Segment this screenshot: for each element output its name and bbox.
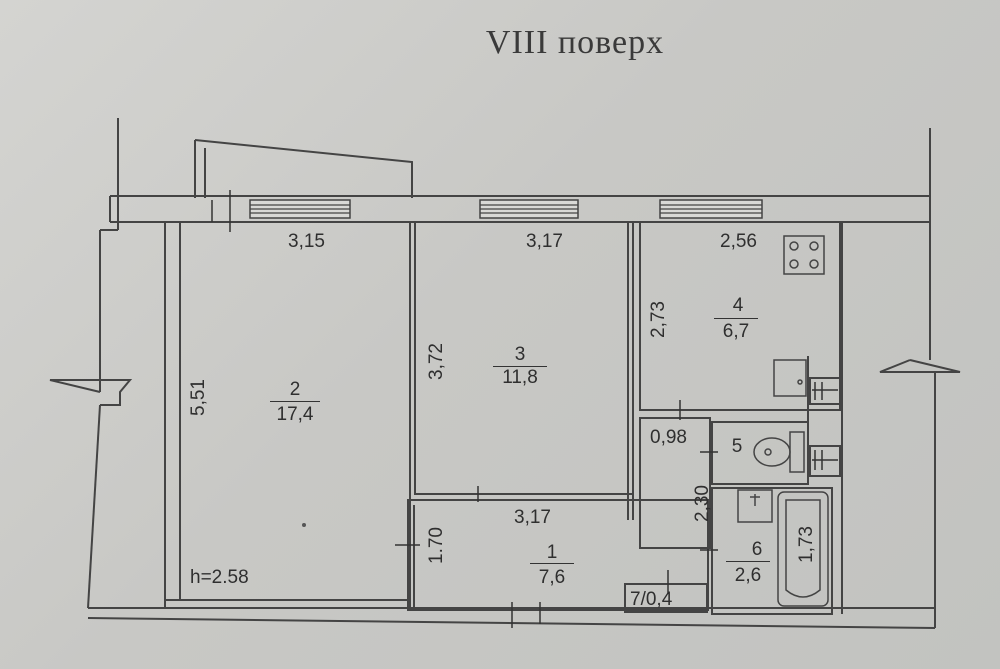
room-7-area: 0,4	[645, 589, 673, 610]
room-2-outline	[164, 221, 411, 609]
dim-room2-length: 5,51	[187, 379, 209, 416]
room-6-area: 2,6	[734, 565, 762, 586]
dim-hall-width: 3,17	[514, 507, 551, 528]
room-3-number: 3	[514, 344, 526, 365]
room-1-area: 7,6	[538, 567, 566, 588]
break-mark-left	[49, 379, 133, 406]
dim-room3-width: 3,17	[526, 231, 563, 252]
room-1-number: 1	[546, 542, 558, 563]
room-4-area: 6,7	[722, 321, 750, 342]
room-6-outline	[711, 487, 833, 615]
balcony-outline	[194, 139, 413, 198]
room-3-fraction-line	[493, 366, 547, 367]
toilet-icon	[753, 431, 805, 473]
room-7-label: 7/0,4	[630, 589, 673, 610]
room-4-number: 4	[732, 295, 744, 316]
room-6-number: 6	[751, 539, 763, 560]
dim-bath-length: 1,73	[795, 526, 817, 563]
dim-corridor-width: 0,98	[650, 427, 687, 448]
dim-hall-length: 1.70	[425, 527, 447, 564]
corridor-outline	[639, 417, 711, 549]
room-4-fraction-line	[714, 318, 758, 319]
room-2-number: 2	[289, 379, 301, 400]
room-1-fraction-line	[530, 563, 574, 564]
washbasin-icon	[737, 489, 773, 523]
dim-room2-width: 3,15	[288, 231, 325, 252]
floor-title: VIII поверх	[485, 24, 665, 61]
kitchen-sink-icon	[773, 359, 807, 397]
ceiling-height: h=2.58	[190, 567, 249, 588]
room-1-outline	[407, 499, 709, 611]
room-2-area: 17,4	[276, 404, 314, 425]
stove-icon	[783, 235, 825, 275]
dim-kitchen-width: 2,56	[720, 231, 757, 252]
break-mark-right	[879, 359, 961, 373]
room-7-number: 7	[630, 589, 641, 610]
room-6-fraction-line	[726, 561, 770, 562]
dim-room3-length: 3,72	[425, 343, 447, 380]
bathtub-icon	[777, 491, 829, 607]
room-5-number: 5	[731, 436, 743, 457]
room-3-area: 11,8	[502, 367, 538, 388]
dim-kitchen-length: 2,73	[647, 301, 669, 338]
room-2-fraction-line	[270, 401, 320, 402]
dim-corridor-length: 2,30	[691, 485, 713, 522]
room-7-outline	[624, 583, 708, 613]
